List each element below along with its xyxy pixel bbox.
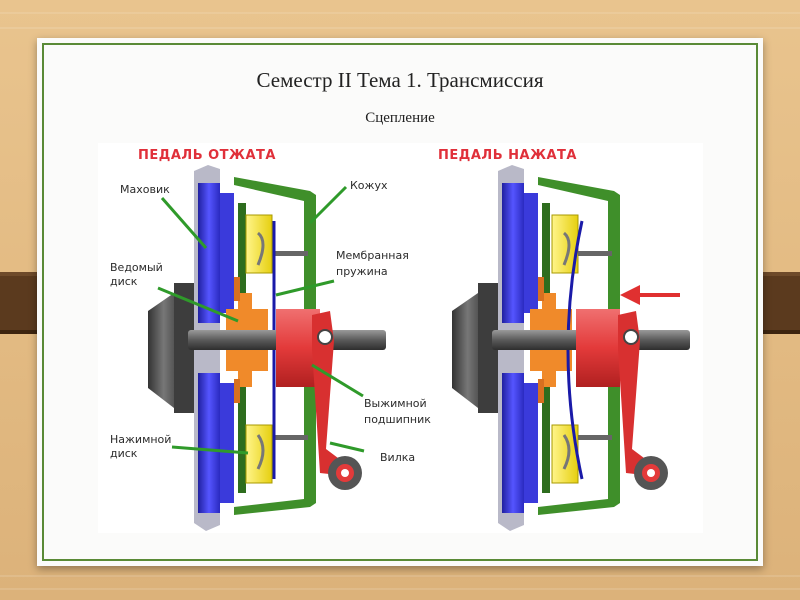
leader-lines — [157, 185, 365, 455]
right-clutch-assembly — [452, 165, 690, 531]
label-fork: Вилка — [380, 451, 415, 464]
flywheel-face-upper — [220, 193, 234, 313]
label-release-bearing-1: Выжимной — [364, 397, 427, 410]
label-diaphragm-1: Мембранная — [336, 249, 409, 262]
left-clutch-assembly — [148, 165, 386, 531]
release-fork — [312, 311, 342, 475]
slide-frame — [42, 43, 758, 561]
slide-title: Семестр II Тема 1. Трансмиссия — [256, 68, 544, 92]
label-flywheel: Маховик — [120, 183, 170, 196]
right-header: ПЕДАЛЬ НАЖАТА — [438, 148, 577, 163]
push-arrow — [620, 285, 680, 305]
slide-subtitle: Сцепление — [365, 110, 435, 126]
label-driven-disc-2: диск — [110, 275, 138, 288]
left-header: ПЕДАЛЬ ОТЖАТА — [138, 148, 276, 163]
label-diaphragm-2: пружина — [336, 265, 388, 278]
flywheel-lower — [198, 373, 220, 513]
label-cover: Кожух — [350, 179, 388, 192]
clutch-diagram: ПЕДАЛЬ ОТЖАТА ПЕДАЛЬ НАЖАТА — [98, 143, 703, 533]
label-pressure-disc-2: диск — [110, 447, 138, 460]
flywheel-face-lower — [220, 383, 234, 503]
label-release-bearing-2: подшипник — [364, 413, 431, 426]
clutch-cover — [234, 177, 316, 515]
crankshaft-hub — [148, 293, 174, 408]
label-driven-disc-1: Ведомый — [110, 261, 163, 274]
label-pressure-disc-1: Нажимной — [110, 433, 171, 446]
pressure-plate-lower — [245, 424, 273, 484]
flywheel-upper — [198, 183, 220, 323]
